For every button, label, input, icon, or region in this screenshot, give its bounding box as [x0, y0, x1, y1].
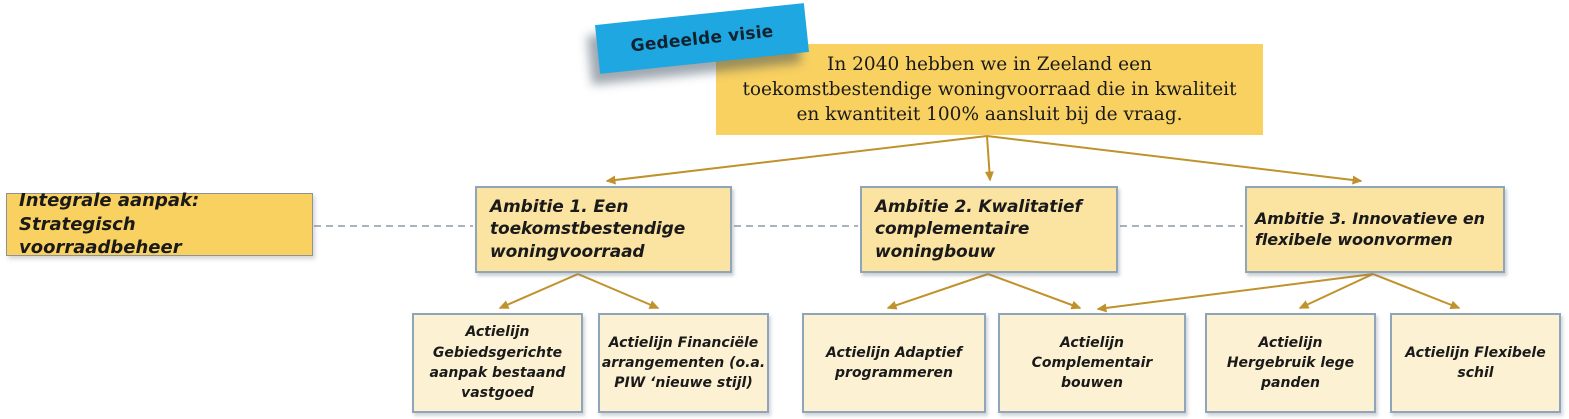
ambition-3-box: Ambitie 3. Innovatieve en flexibele woon…	[1245, 186, 1505, 273]
action-line-financiele-arrangementen-box: Actielijn Financiële arrangementen (o.a.…	[598, 313, 769, 413]
action-line-4-label: Actielijn Complementair bouwen	[1031, 334, 1153, 392]
arrow-ambition2-to-action-3	[886, 273, 989, 310]
action-line-complementair-bouwen-box: Actielijn Complementair bouwen	[998, 313, 1186, 413]
arrow-vision-to-ambition-1	[605, 135, 988, 185]
action-line-5-label: Actielijn Hergebruik lege panden	[1226, 334, 1355, 392]
ambition-1-box: Ambitie 1. Een toekomstbestendige woning…	[475, 186, 732, 273]
arrow-vision-to-ambition-3	[986, 135, 1363, 185]
integral-approach-box: Integrale aanpak: Strategisch voorraadbe…	[6, 190, 313, 258]
action-line-1-label: Actielijn Gebiedsgerichte aanpak bestaan…	[429, 324, 566, 402]
ambition-2-title: Ambitie 2. Kwalitatief complementaire wo…	[875, 197, 1082, 262]
ambition-3-title: Ambitie 3. Innovatieve en flexibele woon…	[1255, 208, 1485, 249]
vision-box: In 2040 hebben we in Zeeland een toekoms…	[716, 44, 1263, 135]
vision-text: In 2040 hebben we in Zeeland een toekoms…	[742, 54, 1237, 125]
integral-approach-line2: Strategisch voorraadbeheer	[19, 213, 182, 259]
arrow-ambition2-to-action-4	[987, 273, 1082, 310]
sticky-note-label: Gedeelde visie	[629, 21, 775, 56]
arrow-ambition3-to-action-4	[1096, 273, 1374, 313]
action-line-2-label: Actielijn Financiële arrangementen (o.a.…	[601, 334, 766, 392]
action-line-gebiedsgerichte-aanpak-box: Actielijn Gebiedsgerichte aanpak bestaan…	[412, 313, 583, 413]
integral-approach-line1: Integrale aanpak:	[19, 189, 200, 211]
ambition-1-title: Ambitie 1. Een toekomstbestendige woning…	[490, 197, 686, 262]
arrow-vision-to-ambition-2	[984, 135, 994, 182]
arrow-ambition3-to-action-5	[1298, 273, 1374, 309]
ambition-2-box: Ambitie 2. Kwalitatief complementaire wo…	[860, 186, 1118, 273]
action-line-adaptief-programmeren-box: Actielijn Adaptief programmeren	[802, 313, 986, 413]
action-line-3-label: Actielijn Adaptief programmeren	[826, 344, 962, 381]
action-line-hergebruik-lege-panden-box: Actielijn Hergebruik lege panden	[1205, 313, 1376, 413]
action-line-6-label: Actielijn Flexibele schil	[1405, 344, 1546, 381]
arrow-ambition1-to-action-2	[577, 273, 660, 309]
action-line-flexibele-schil-box: Actielijn Flexibele schil	[1390, 313, 1561, 413]
arrow-ambition3-to-action-6	[1372, 273, 1461, 310]
arrow-ambition1-to-action-1	[498, 273, 579, 309]
